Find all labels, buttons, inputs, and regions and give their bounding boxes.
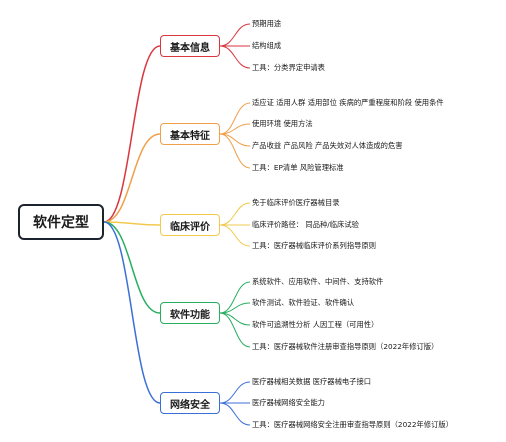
- branch-leaf-connector: [219, 302, 251, 314]
- branch-label: 基本特征: [170, 130, 210, 142]
- root-branch-connector: [103, 45, 161, 223]
- branch-leaf-connector: [219, 45, 251, 69]
- branch-leaf-connector: [219, 133, 251, 169]
- leaf-item: 软件测试、软件验证、软件确认: [252, 298, 355, 307]
- branch-leaf-connector: [219, 133, 251, 147]
- branch-node-software-function: 软件功能: [160, 302, 220, 324]
- leaf-item: 工具：EP清单 风险管理标准: [252, 163, 344, 172]
- branch-node-cybersecurity: 网络安全: [160, 392, 220, 414]
- branch-label: 网络安全: [170, 399, 210, 411]
- branch-leaf-connector: [219, 123, 251, 135]
- root-branch-connector: [103, 133, 161, 223]
- root-branch-connector: [103, 221, 161, 404]
- branch-leaf-connector: [219, 224, 251, 247]
- leaf-item: 医疗器械相关数据 医疗器械电子接口: [252, 377, 372, 386]
- leaf-item: 免于临床评价医疗器械目录: [252, 198, 340, 207]
- leaf-item: 系统软件、应用软件、中间件、支持软件: [252, 277, 384, 286]
- branch-label: 临床评价: [170, 221, 210, 233]
- leaf-item: 工具：分类界定申请表: [252, 63, 325, 72]
- branch-leaf-connector: [219, 102, 251, 135]
- branch-leaf-connector: [219, 312, 251, 326]
- leaf-item: 临床评价路径： 同品种/临床试验: [252, 220, 359, 229]
- leaf-item: 使用环境 使用方法: [252, 119, 313, 128]
- branch-leaf-connector: [219, 381, 251, 404]
- leaf-item: 软件可追溯性分析 人因工程（可用性）: [252, 320, 379, 329]
- branch-node-clinical-evaluation: 临床评价: [160, 214, 220, 236]
- leaf-item: 工具：医疗器械软件注册审查指导原则（2022年修订版）: [252, 342, 439, 351]
- branch-leaf-connector: [219, 402, 251, 426]
- leaf-item: 适应证 适用人群 适用部位 疾病的严重程度和阶段 使用条件: [252, 98, 444, 107]
- root-label: 软件定型: [33, 215, 89, 231]
- branch-node-basic-features: 基本特征: [160, 123, 220, 145]
- leaf-item: 产品收益 产品风险 产品失效对人体造成的危害: [252, 141, 403, 150]
- leaf-item: 预期用途: [252, 19, 282, 28]
- branch-label: 基本信息: [170, 42, 210, 54]
- root-node: 软件定型: [18, 204, 104, 240]
- branch-leaf-connector: [219, 281, 251, 314]
- branch-leaf-connector: [219, 202, 251, 226]
- leaf-item: 结构组成: [252, 41, 282, 50]
- root-branch-connector: [103, 221, 161, 226]
- root-branch-connector: [103, 221, 161, 314]
- branch-leaf-connector: [219, 23, 251, 47]
- branch-label: 软件功能: [170, 309, 210, 321]
- leaf-item: 工具：医疗器械临床评价系列指导原则: [252, 241, 377, 250]
- leaf-item: 医疗器械网络安全能力: [252, 398, 325, 407]
- branch-node-basic-info: 基本信息: [160, 35, 220, 57]
- leaf-item: 工具：医疗器械网络安全注册审查指导原则（2022年修订版）: [252, 420, 453, 429]
- branch-leaf-connector: [219, 312, 251, 348]
